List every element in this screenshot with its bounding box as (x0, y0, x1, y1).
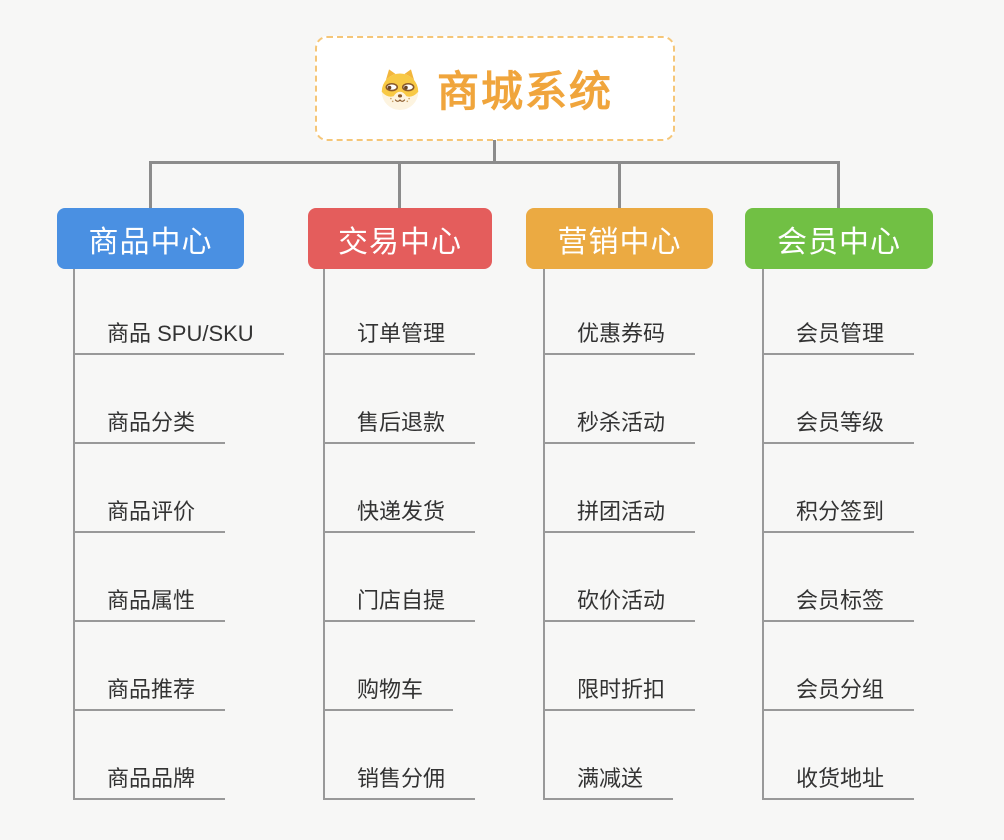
branch-items-member: 会员管理 会员等级 积分签到 会员标签 会员分组 收货地址 (762, 269, 915, 800)
branch-items-marketing: 优惠券码 秒杀活动 拼团活动 砍价活动 限时折扣 满减送 (543, 269, 696, 800)
list-item[interactable]: 限时折扣 (545, 622, 696, 711)
list-item[interactable]: 会员管理 (764, 269, 915, 355)
branch-label: 商品中心 (88, 225, 213, 259)
branch-box-marketing[interactable]: 营销中心 (526, 208, 713, 269)
list-item[interactable]: 会员等级 (764, 355, 915, 444)
connector-drop (618, 161, 621, 209)
list-item[interactable]: 售后退款 (325, 355, 476, 444)
list-item[interactable]: 会员标签 (764, 533, 915, 622)
root-node[interactable]: 商城系统 (315, 36, 675, 141)
dog-face-icon (381, 68, 419, 110)
branch-items-product: 商品 SPU/SKU 商品分类 商品评价 商品属性 商品推荐 商品品牌 (73, 269, 284, 800)
list-item[interactable]: 商品品牌 (75, 711, 226, 800)
branch-box-product[interactable]: 商品中心 (57, 208, 244, 269)
list-item[interactable]: 订单管理 (325, 269, 476, 355)
branch-label: 交易中心 (338, 225, 462, 259)
list-item[interactable]: 砍价活动 (545, 533, 696, 622)
branch-label: 营销中心 (557, 225, 682, 259)
branch-box-trade[interactable]: 交易中心 (308, 208, 492, 269)
connector-drop (837, 161, 840, 209)
list-item[interactable]: 门店自提 (325, 533, 476, 622)
list-item[interactable]: 会员分组 (764, 622, 915, 711)
branch-box-member[interactable]: 会员中心 (745, 208, 933, 269)
connector-drop (398, 161, 401, 209)
list-item[interactable]: 销售分佣 (325, 711, 476, 800)
list-item[interactable]: 拼团活动 (545, 444, 696, 533)
list-item[interactable]: 秒杀活动 (545, 355, 696, 444)
list-item[interactable]: 商品推荐 (75, 622, 226, 711)
root-title: 商城系统 (436, 68, 613, 115)
list-item[interactable]: 积分签到 (764, 444, 915, 533)
connector-bus (149, 161, 840, 164)
list-item[interactable]: 商品评价 (75, 444, 226, 533)
list-item[interactable]: 满减送 (545, 711, 674, 800)
branch-label: 会员中心 (777, 225, 901, 259)
list-item[interactable]: 优惠券码 (545, 269, 696, 355)
connector-root-stem (493, 140, 496, 164)
list-item[interactable]: 商品 SPU/SKU (75, 269, 284, 355)
branch-items-trade: 订单管理 售后退款 快递发货 门店自提 购物车 销售分佣 (323, 269, 476, 800)
list-item[interactable]: 收货地址 (764, 711, 915, 800)
list-item[interactable]: 购物车 (325, 622, 454, 711)
list-item[interactable]: 快递发货 (325, 444, 476, 533)
list-item[interactable]: 商品分类 (75, 355, 226, 444)
connector-drop (149, 161, 152, 209)
list-item[interactable]: 商品属性 (75, 533, 226, 622)
